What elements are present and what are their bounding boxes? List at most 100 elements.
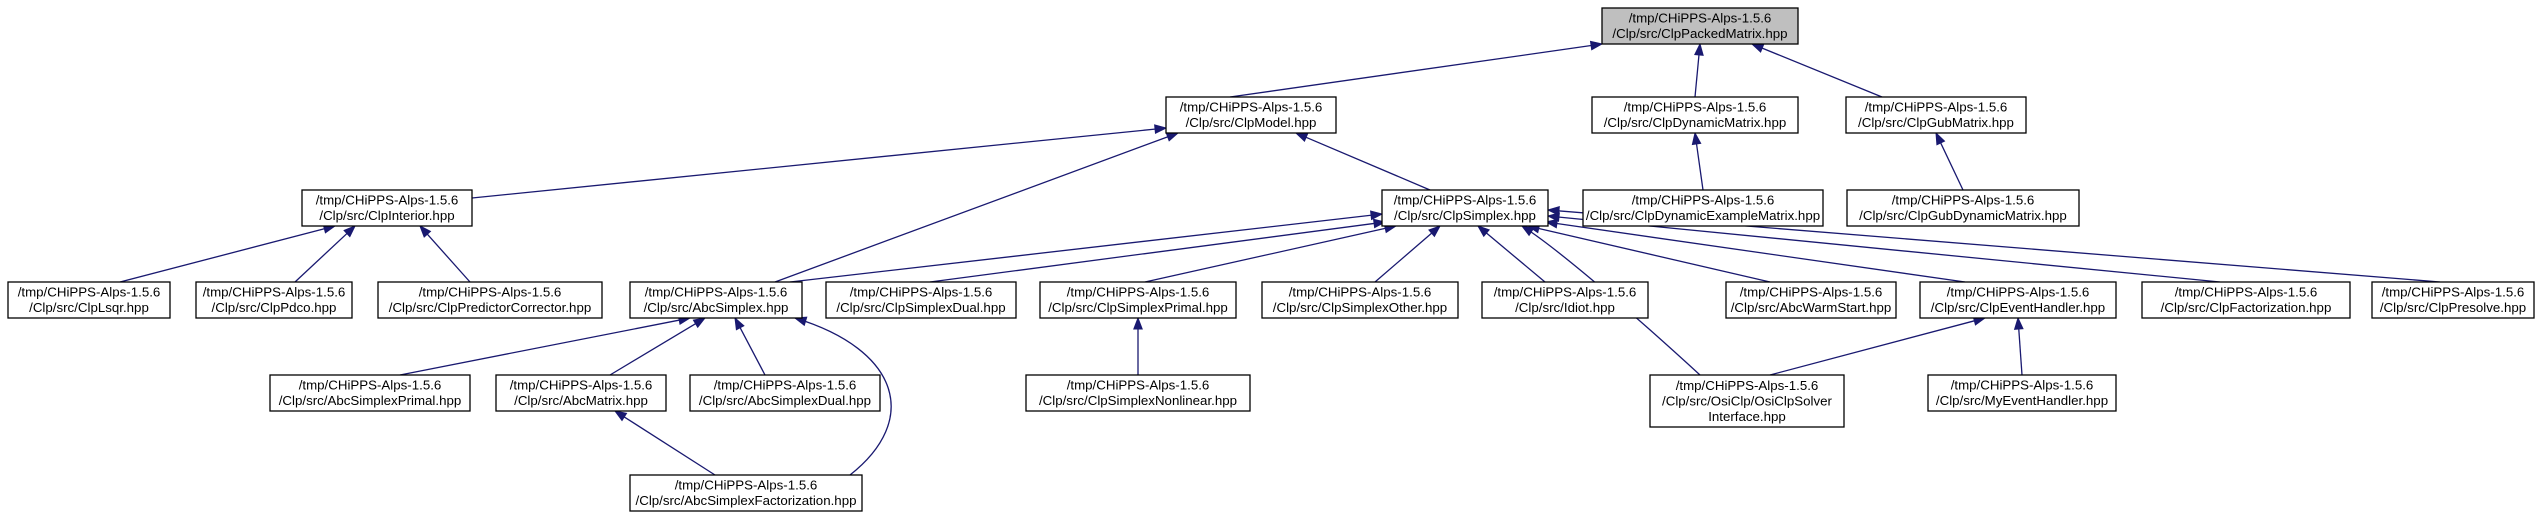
node-label-line: /Clp/src/ClpLsqr.hpp [29, 300, 149, 315]
node-box [1039, 281, 1237, 319]
edge-arrowhead [1750, 43, 1765, 53]
graph-node-n24[interactable]: /tmp/CHiPPS-Alps-1.5.6/Clp/src/OsiClp/Os… [1649, 374, 1845, 428]
node-box [1582, 189, 1824, 227]
node-label-line: /tmp/CHiPPS-Alps-1.5.6 [1067, 378, 1210, 393]
node-label-line: /tmp/CHiPPS-Alps-1.5.6 [850, 285, 993, 300]
node-box [1591, 96, 1799, 134]
edge-arrowhead [419, 224, 432, 238]
edge-n14-to-n5 [1374, 232, 1433, 283]
edge-arrowhead [1476, 225, 1490, 238]
node-label-line: /tmp/CHiPPS-Alps-1.5.6 [510, 378, 653, 393]
node-label-line: Interface.hpp [1708, 409, 1786, 424]
edge-n6-to-n2 [1695, 142, 1704, 191]
node-box [1601, 7, 1799, 45]
edge-arrowhead [1694, 42, 1704, 56]
node-box [1919, 281, 2117, 319]
node-label-line: /tmp/CHiPPS-Alps-1.5.6 [1494, 285, 1637, 300]
node-label-line: /tmp/CHiPPS-Alps-1.5.6 [203, 285, 346, 300]
graph-node-n15[interactable]: /tmp/CHiPPS-Alps-1.5.6/Clp/src/Idiot.hpp [1481, 281, 1649, 319]
graph-node-n1[interactable]: /tmp/CHiPPS-Alps-1.5.6/Clp/src/ClpModel.… [1165, 96, 1337, 134]
node-label-line: /Clp/src/ClpPdco.hpp [212, 300, 337, 315]
graph-node-n0: /tmp/CHiPPS-Alps-1.5.6/Clp/src/ClpPacked… [1601, 7, 1799, 45]
graph-node-n17[interactable]: /tmp/CHiPPS-Alps-1.5.6/Clp/src/ClpEventH… [1919, 281, 2117, 319]
node-label-line: /Clp/src/ClpSimplexDual.hpp [836, 300, 1005, 315]
edge-arrowhead [1294, 132, 1309, 143]
edge-arrowhead [734, 316, 745, 331]
edge-n26-to-n21 [623, 415, 716, 476]
node-label-line: /Clp/src/ClpGubMatrix.hpp [1858, 115, 2014, 130]
node-box [1725, 281, 1897, 319]
edge-n5-to-n1 [1304, 136, 1431, 191]
edge-arrowhead [1133, 316, 1143, 330]
node-label-line: /tmp/CHiPPS-Alps-1.5.6 [675, 478, 818, 493]
node-label-line: /Clp/src/ClpPresolve.hpp [2380, 300, 2526, 315]
graph-node-n23[interactable]: /tmp/CHiPPS-Alps-1.5.6/Clp/src/ClpSimple… [1025, 374, 1251, 412]
node-label-line: /tmp/CHiPPS-Alps-1.5.6 [2175, 285, 2318, 300]
node-label-line: /Clp/src/ClpPackedMatrix.hpp [1612, 26, 1787, 41]
node-box [269, 374, 471, 412]
edge-arrowhead [1370, 210, 1384, 221]
edge-arrowhead [1428, 225, 1442, 238]
node-label-line: /Clp/src/ClpInterior.hpp [319, 208, 454, 223]
node-label-line: /tmp/CHiPPS-Alps-1.5.6 [316, 193, 459, 208]
node-label-line: /Clp/src/AbcSimplexDual.hpp [699, 393, 871, 408]
node-label-line: /Clp/src/OsiClp/OsiClpSolver [1662, 393, 1833, 408]
node-box [1927, 374, 2117, 412]
edge-n17-to-n5 [1555, 222, 1966, 283]
edge-arrowhead [343, 225, 357, 238]
node-box [195, 281, 353, 319]
edge-n2-to-n0 [1694, 53, 1700, 98]
node-label-line: /Clp/src/MyEventHandler.hpp [1936, 393, 2108, 408]
graph-node-n20[interactable]: /tmp/CHiPPS-Alps-1.5.6/Clp/src/AbcSimple… [269, 374, 471, 412]
graph-node-n2[interactable]: /tmp/CHiPPS-Alps-1.5.6/Clp/src/ClpDynami… [1591, 96, 1799, 134]
graph-node-n10[interactable]: /tmp/CHiPPS-Alps-1.5.6/Clp/src/ClpPredic… [377, 281, 603, 319]
graph-node-n11[interactable]: /tmp/CHiPPS-Alps-1.5.6/Clp/src/AbcSimple… [629, 281, 803, 319]
edge-arrowhead [692, 317, 707, 329]
edge-n7-to-n3 [1939, 141, 1964, 191]
edge-n22-to-n11 [739, 326, 766, 376]
graph-node-n13[interactable]: /tmp/CHiPPS-Alps-1.5.6/Clp/src/ClpSimple… [1039, 281, 1237, 319]
graph-node-n22[interactable]: /tmp/CHiPPS-Alps-1.5.6/Clp/src/AbcSimple… [689, 374, 881, 412]
graph-node-n4[interactable]: /tmp/CHiPPS-Alps-1.5.6/Clp/src/ClpInteri… [301, 189, 473, 227]
graph-node-n19[interactable]: /tmp/CHiPPS-Alps-1.5.6/Clp/src/ClpPresol… [2371, 281, 2535, 319]
graph-node-n25[interactable]: /tmp/CHiPPS-Alps-1.5.6/Clp/src/MyEventHa… [1927, 374, 2117, 412]
node-box [495, 374, 667, 412]
graph-node-n18[interactable]: /tmp/CHiPPS-Alps-1.5.6/Clp/src/ClpFactor… [2141, 281, 2351, 319]
graph-node-n8[interactable]: /tmp/CHiPPS-Alps-1.5.6/Clp/src/ClpLsqr.h… [7, 281, 171, 319]
node-label-line: /tmp/CHiPPS-Alps-1.5.6 [2382, 285, 2525, 300]
graph-node-n9[interactable]: /tmp/CHiPPS-Alps-1.5.6/Clp/src/ClpPdco.h… [195, 281, 353, 319]
graph-node-n3[interactable]: /tmp/CHiPPS-Alps-1.5.6/Clp/src/ClpGubMat… [1845, 96, 2027, 134]
node-label-line: /tmp/CHiPPS-Alps-1.5.6 [1289, 285, 1432, 300]
node-label-line: /tmp/CHiPPS-Alps-1.5.6 [419, 285, 562, 300]
edge-arrowhead [2013, 316, 2024, 330]
node-label-line: /tmp/CHiPPS-Alps-1.5.6 [714, 378, 857, 393]
edge-n15-to-n5 [1485, 231, 1546, 283]
edge-n9-to-n4 [294, 232, 349, 283]
nodes-layer: /tmp/CHiPPS-Alps-1.5.6/Clp/src/ClpPacked… [7, 7, 2535, 512]
node-label-line: /Clp/src/ClpEventHandler.hpp [1931, 300, 2105, 315]
edge-n18-to-n5 [1557, 216, 2221, 283]
edge-n10-to-n4 [426, 233, 471, 283]
graph-node-n7[interactable]: /tmp/CHiPPS-Alps-1.5.6/Clp/src/ClpGubDyn… [1846, 189, 2080, 227]
graph-node-n5[interactable]: /tmp/CHiPPS-Alps-1.5.6/Clp/src/ClpSimple… [1381, 189, 1549, 227]
node-label-line: /Clp/src/ClpDynamicExampleMatrix.hpp [1586, 208, 1820, 223]
graph-node-n6[interactable]: /tmp/CHiPPS-Alps-1.5.6/Clp/src/ClpDynami… [1582, 189, 1824, 227]
graph-node-n14[interactable]: /tmp/CHiPPS-Alps-1.5.6/Clp/src/ClpSimple… [1261, 281, 1459, 319]
edge-arrowhead [1589, 40, 1604, 51]
edge-n11-to-n1 [774, 135, 1169, 283]
node-label-line: /Clp/src/ClpGubDynamicMatrix.hpp [1859, 208, 2067, 223]
node-label-line: /tmp/CHiPPS-Alps-1.5.6 [1865, 100, 2008, 115]
edge-arrowhead [613, 410, 628, 422]
node-label-line: /tmp/CHiPPS-Alps-1.5.6 [1947, 285, 2090, 300]
graph-node-n12[interactable]: /tmp/CHiPPS-Alps-1.5.6/Clp/src/ClpSimple… [825, 281, 1017, 319]
graph-node-n21[interactable]: /tmp/CHiPPS-Alps-1.5.6/Clp/src/AbcMatrix… [495, 374, 667, 412]
node-box [689, 374, 881, 412]
graph-node-n26[interactable]: /tmp/CHiPPS-Alps-1.5.6/Clp/src/AbcSimple… [629, 474, 863, 512]
edge-arrowhead [1691, 131, 1702, 146]
node-box [825, 281, 1017, 319]
edge-n11-to-n5 [789, 214, 1373, 283]
node-label-line: /tmp/CHiPPS-Alps-1.5.6 [1632, 193, 1775, 208]
node-label-line: /tmp/CHiPPS-Alps-1.5.6 [1394, 193, 1537, 208]
graph-node-n16[interactable]: /tmp/CHiPPS-Alps-1.5.6/Clp/src/AbcWarmSt… [1725, 281, 1897, 319]
edge-n3-to-n0 [1761, 47, 1883, 98]
